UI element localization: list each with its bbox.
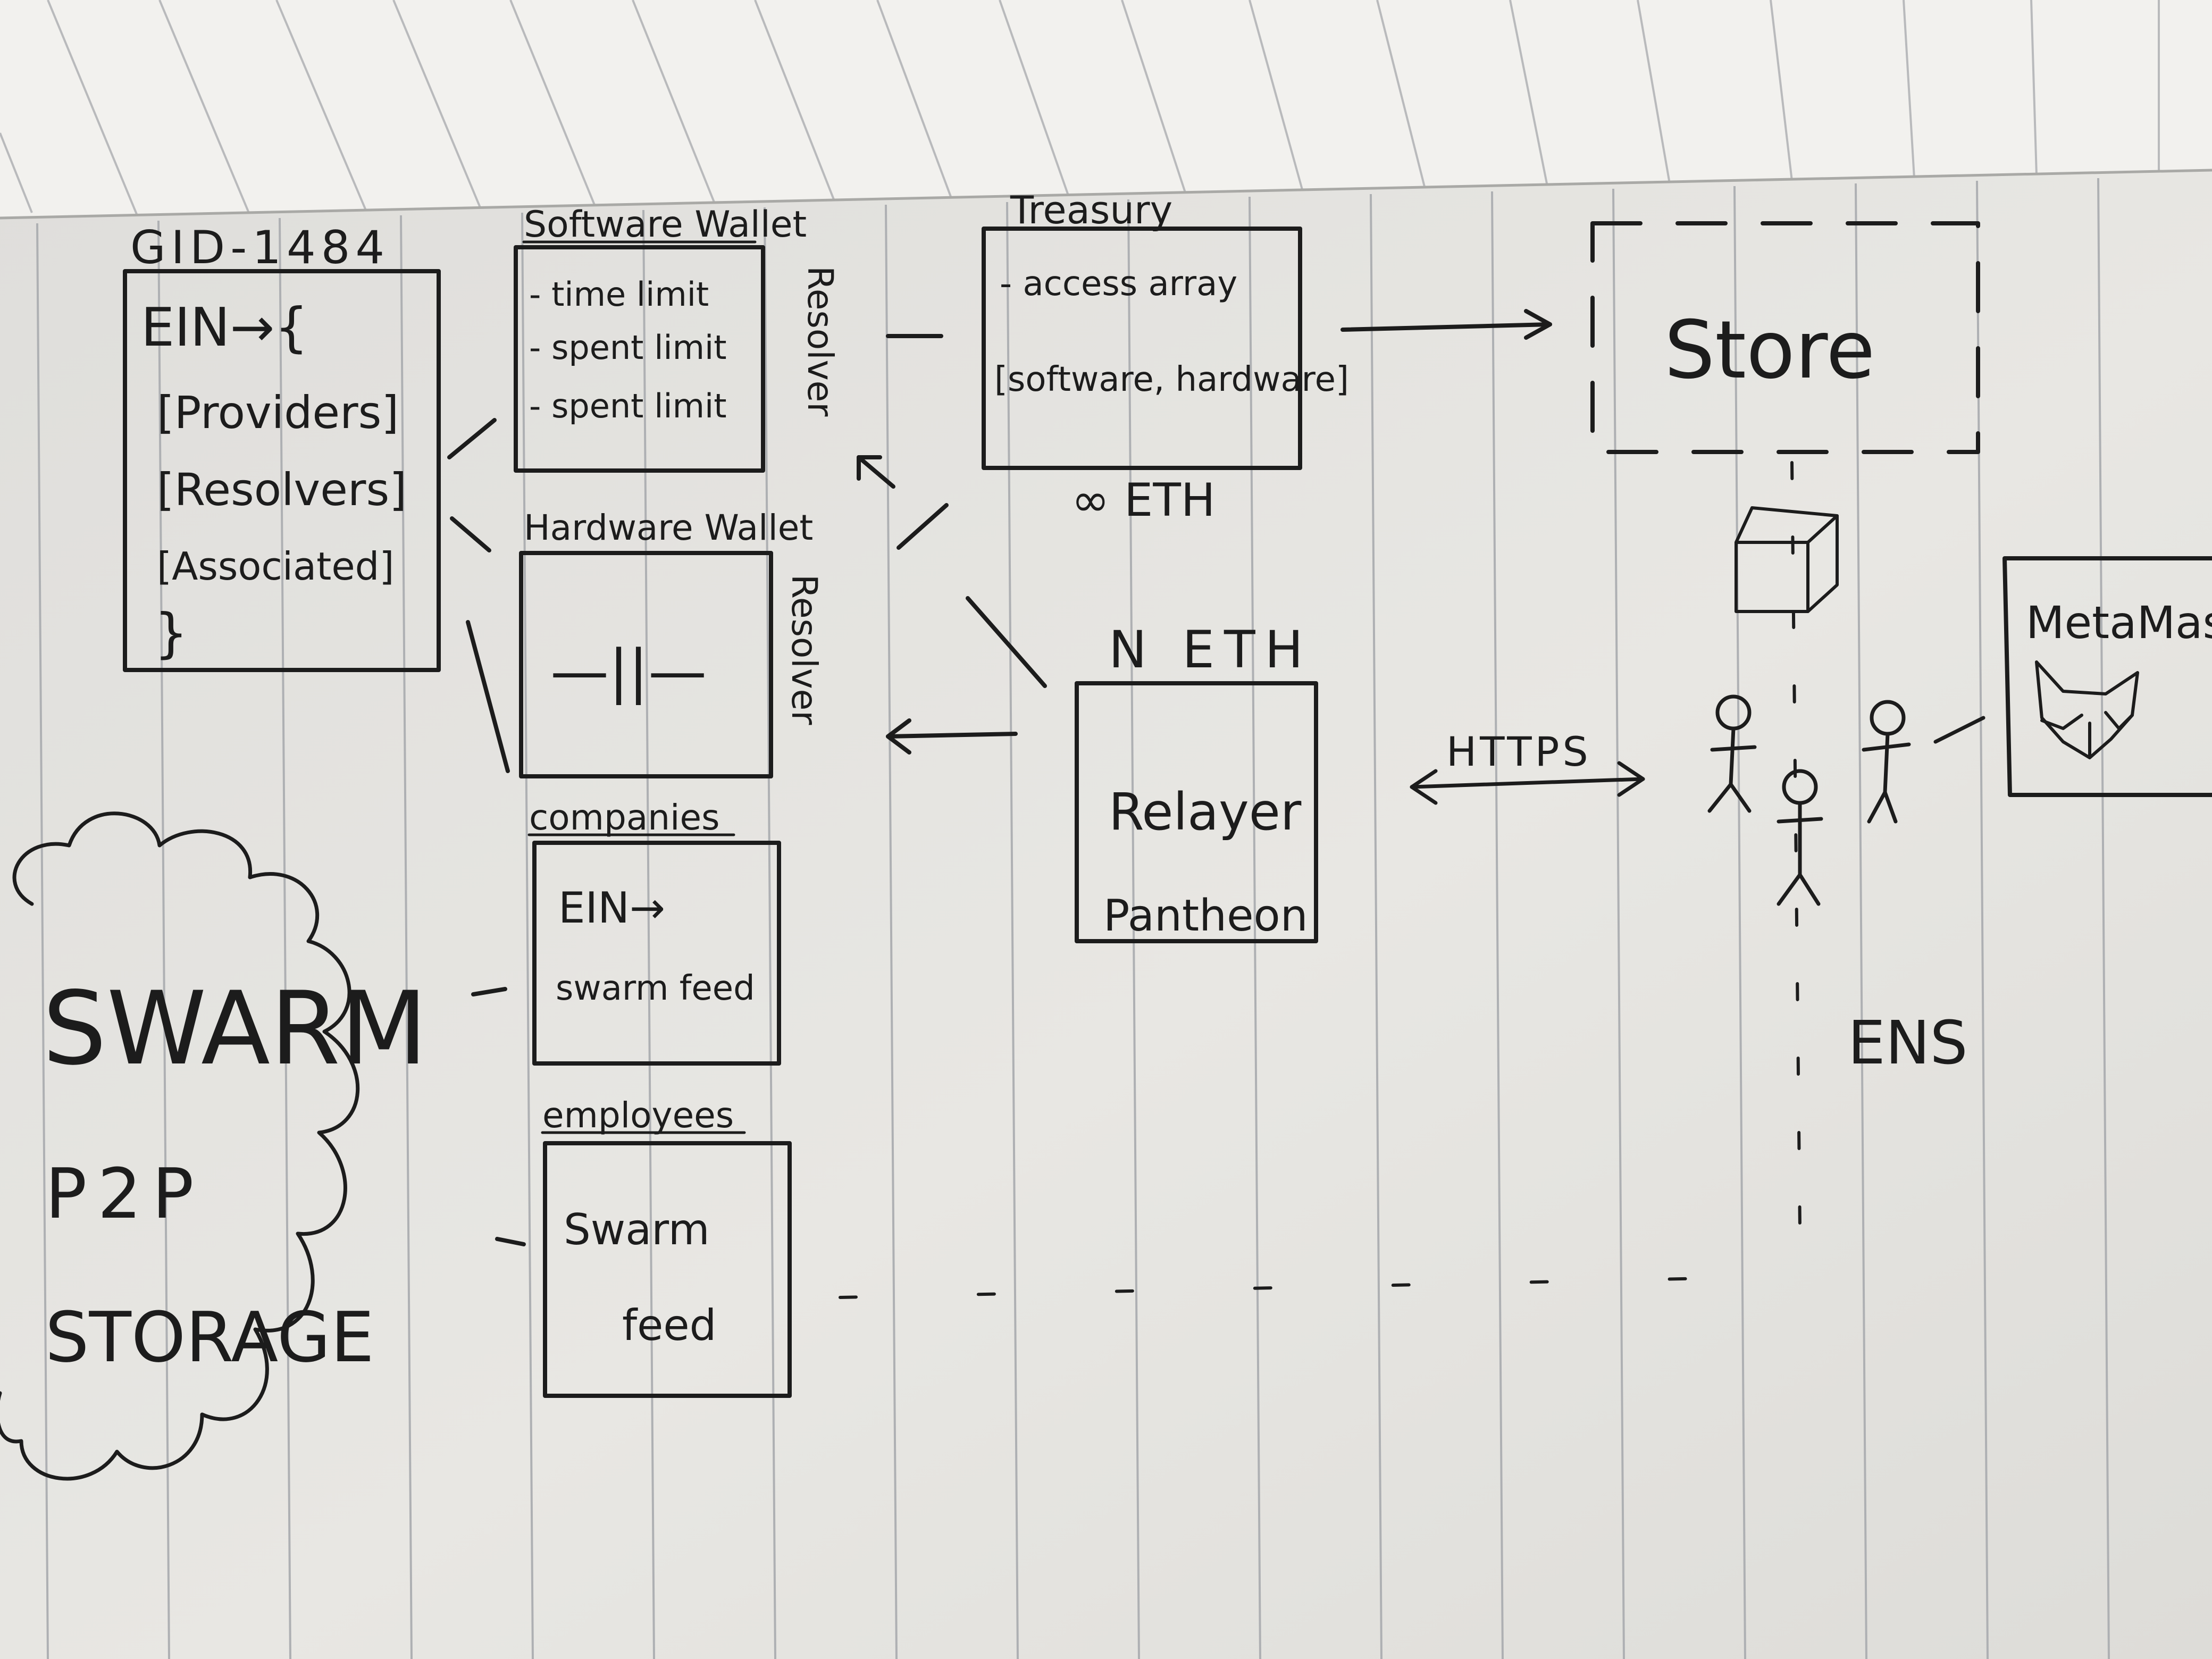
page-rule-line <box>521 212 534 1659</box>
treasury-footer: ∞ ETH <box>1071 474 1216 527</box>
main-page <box>0 170 2212 1659</box>
gid-line-close: } <box>154 602 188 664</box>
page-rule-line <box>1491 191 1504 1659</box>
back-page-rules <box>0 0 2160 219</box>
metamask-box: MetaMask <box>2002 556 2212 797</box>
https-arrow <box>1410 761 1645 805</box>
resolver-label-hardware: Resolver <box>784 574 825 725</box>
software-wallet-title: Software Wallet <box>524 204 807 246</box>
fox-icon <box>2035 660 2139 759</box>
swarm-line-2: P2P <box>45 1153 205 1234</box>
store-box: Store <box>1590 221 1980 454</box>
ens-label: ENS <box>1848 1009 1968 1078</box>
employees-box: employees Swarm feed <box>541 1095 792 1398</box>
employees-connector <box>495 1237 526 1246</box>
companies-title: companies <box>529 797 719 838</box>
page-rule-line <box>279 217 291 1659</box>
page-edge <box>0 169 2212 220</box>
treasury-store-arrow <box>1340 309 1552 340</box>
page-rule-line <box>1976 180 1989 1659</box>
companies-connector <box>471 987 507 996</box>
swarm-line-1: SWARM <box>43 970 428 1087</box>
swarm-cloud: SWARM P2P STORAGE <box>0 811 428 1481</box>
companies-line-1: EIN→ <box>558 883 665 933</box>
page-rule-line <box>885 204 898 1659</box>
page-rule-line <box>1733 186 1746 1659</box>
page-rule-line <box>1127 199 1140 1659</box>
stick-figure-icon <box>1777 769 1823 906</box>
relayer-line-2: Pantheon <box>1103 891 1308 941</box>
page-rule-line <box>157 220 170 1659</box>
page-rule-line <box>642 210 655 1659</box>
page-rule-line <box>1855 183 1867 1659</box>
https-label: HTTPS <box>1446 728 1591 775</box>
page-rule-line <box>1370 194 1382 1659</box>
treasury-box: Treasury - access array [software, hardw… <box>982 188 1349 527</box>
stick-figure-icon <box>1707 694 1757 813</box>
employees-line-2: feed <box>622 1301 716 1350</box>
dashed-boundary-vertical <box>1790 461 1802 1230</box>
employees-line-1: Swarm <box>564 1205 710 1254</box>
gid-line-resolvers: [Resolvers] <box>157 464 407 516</box>
relayer-header: N ETH <box>1109 620 1313 680</box>
software-wallet-box: Software Wallet - time limit - spent lim… <box>514 204 807 473</box>
resolver-label-software: Resolver <box>800 266 841 417</box>
gid-line-ein: EIN→{ <box>141 296 308 358</box>
metamask-connector <box>1933 716 1985 744</box>
swarm-line-3: STORAGE <box>45 1297 374 1378</box>
relayer-line-1: Relayer <box>1109 782 1302 842</box>
stick-figure-icon <box>1862 700 1911 824</box>
page-rule-line <box>1006 202 1019 1659</box>
relayer-box: N ETH Relayer Pantheon <box>1075 620 1318 943</box>
gid-title: GID-1484 <box>130 221 390 274</box>
software-wallet-line-1: - time limit <box>529 275 709 314</box>
page-rule-line <box>1249 196 1261 1659</box>
page-rule-line <box>1612 188 1625 1659</box>
back-page <box>0 0 2212 223</box>
store-label: Store <box>1664 304 1875 397</box>
companies-box: companies EIN→ swarm feed <box>527 797 781 1066</box>
software-wallet-line-2: - spent limit <box>529 328 727 367</box>
relayer-connectors <box>857 455 1047 755</box>
hardware-wallet-body: —||— <box>550 637 707 706</box>
gid-line-associated: [Associated] <box>157 544 394 589</box>
companies-line-2: swarm feed <box>556 969 755 1008</box>
hardware-wallet-box: Hardware Wallet —||— <box>519 507 813 778</box>
gid-connectors <box>447 418 510 773</box>
cube-icon <box>1735 506 1839 613</box>
treasury-line-2: [software, hardware] <box>994 360 1349 399</box>
gid-line-providers: [Providers] <box>157 387 399 439</box>
page-rule-line <box>36 223 49 1659</box>
page-rule-line <box>2097 178 2110 1659</box>
page-rules <box>36 178 2110 1659</box>
treasury-line-1: - access array <box>1000 264 1237 304</box>
hardware-wallet-title: Hardware Wallet <box>524 507 813 548</box>
treasury-title: Treasury <box>1010 188 1172 232</box>
gid-1484-box: GID-1484 EIN→{ [Providers] [Resolvers] [… <box>123 221 441 672</box>
page-rule-line <box>400 215 413 1659</box>
software-wallet-line-3: - spent limit <box>529 387 727 425</box>
page-rule-line <box>764 207 776 1659</box>
employees-title: employees <box>542 1095 734 1136</box>
metamask-label: MetaMask <box>2026 597 2212 649</box>
